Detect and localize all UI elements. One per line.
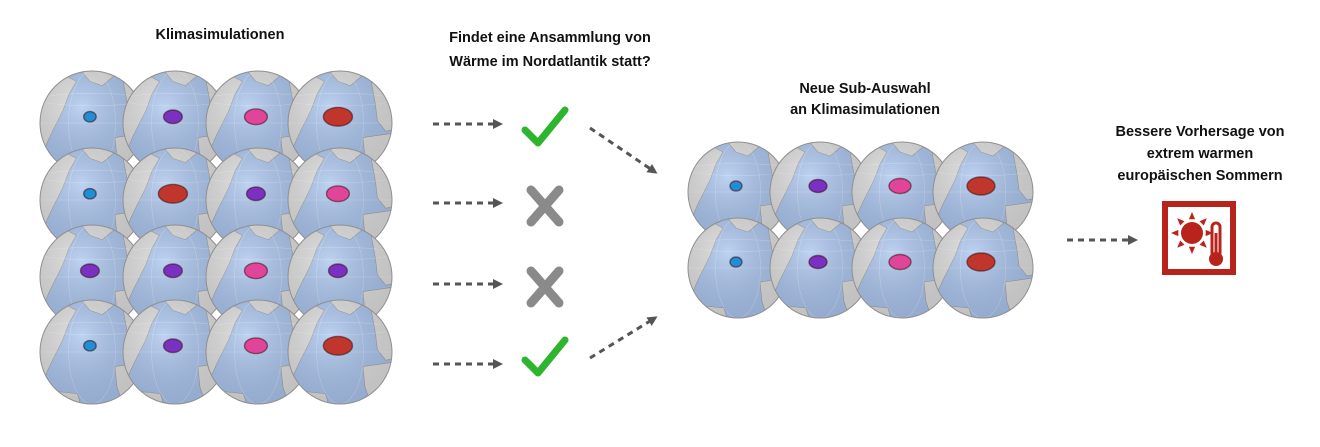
purple-anomaly-marker bbox=[162, 109, 183, 125]
subset-title: Neue Sub-Auswahl an Klimasimulationen bbox=[790, 81, 940, 118]
blue-anomaly-marker bbox=[729, 256, 743, 268]
row-results bbox=[521, 106, 569, 377]
red-anomaly-marker bbox=[322, 106, 354, 127]
check-icon bbox=[521, 336, 569, 377]
blue-anomaly-marker bbox=[82, 187, 97, 200]
blue-anomaly-marker bbox=[729, 180, 743, 192]
prediction-title: Bessere Vorhersage von extrem warmen eur… bbox=[1115, 124, 1285, 184]
purple-anomaly-marker bbox=[808, 178, 828, 194]
ensemble-globe-r4-c1 bbox=[39, 299, 145, 405]
pink-anomaly-marker bbox=[325, 185, 351, 203]
purple-anomaly-marker bbox=[245, 186, 266, 202]
pink-anomaly-marker bbox=[888, 253, 912, 271]
arrows bbox=[433, 119, 1138, 369]
cross-icon bbox=[526, 185, 564, 227]
red-anomaly-marker bbox=[966, 252, 996, 272]
ensemble-globe-r1-c1 bbox=[39, 70, 145, 176]
cross-icon bbox=[526, 266, 564, 308]
pink-anomaly-marker bbox=[243, 262, 269, 280]
red-anomaly-marker bbox=[157, 183, 189, 204]
subset-globe-r2-c4 bbox=[932, 217, 1034, 319]
question-title: Findet eine Ansammlung von Wärme im Nord… bbox=[449, 30, 651, 70]
heat-icon-group bbox=[1162, 201, 1236, 275]
ensemble-globes bbox=[39, 70, 393, 405]
subset-globe-r2-c2 bbox=[769, 217, 871, 319]
check-icon bbox=[521, 106, 569, 147]
pink-anomaly-marker bbox=[888, 177, 912, 195]
subset-globe-r2-c1 bbox=[687, 217, 789, 319]
red-anomaly-marker bbox=[966, 176, 996, 196]
purple-anomaly-marker bbox=[808, 254, 828, 270]
heat-thermometer-sun-icon bbox=[1162, 201, 1236, 275]
subset-globe-r1-c4 bbox=[932, 141, 1034, 243]
ensemble-title: Klimasimulationen bbox=[155, 27, 285, 43]
blue-anomaly-marker bbox=[82, 339, 97, 352]
arrow-to-subset-bottom bbox=[589, 316, 658, 360]
blue-anomaly-marker bbox=[82, 110, 97, 123]
pink-anomaly-marker bbox=[243, 108, 269, 126]
red-anomaly-marker bbox=[322, 335, 354, 356]
ensemble-globe-r3-c2 bbox=[122, 224, 228, 330]
arrow-to-subset-top bbox=[589, 126, 658, 174]
purple-anomaly-marker bbox=[162, 338, 183, 354]
purple-anomaly-marker bbox=[162, 263, 183, 279]
subset-globes bbox=[687, 141, 1034, 319]
ensemble-globe-r3-c3 bbox=[205, 224, 311, 330]
purple-anomaly-marker bbox=[327, 263, 348, 279]
pink-anomaly-marker bbox=[243, 337, 269, 355]
purple-anomaly-marker bbox=[79, 263, 100, 279]
ensemble-globe-r3-c4 bbox=[287, 224, 393, 330]
